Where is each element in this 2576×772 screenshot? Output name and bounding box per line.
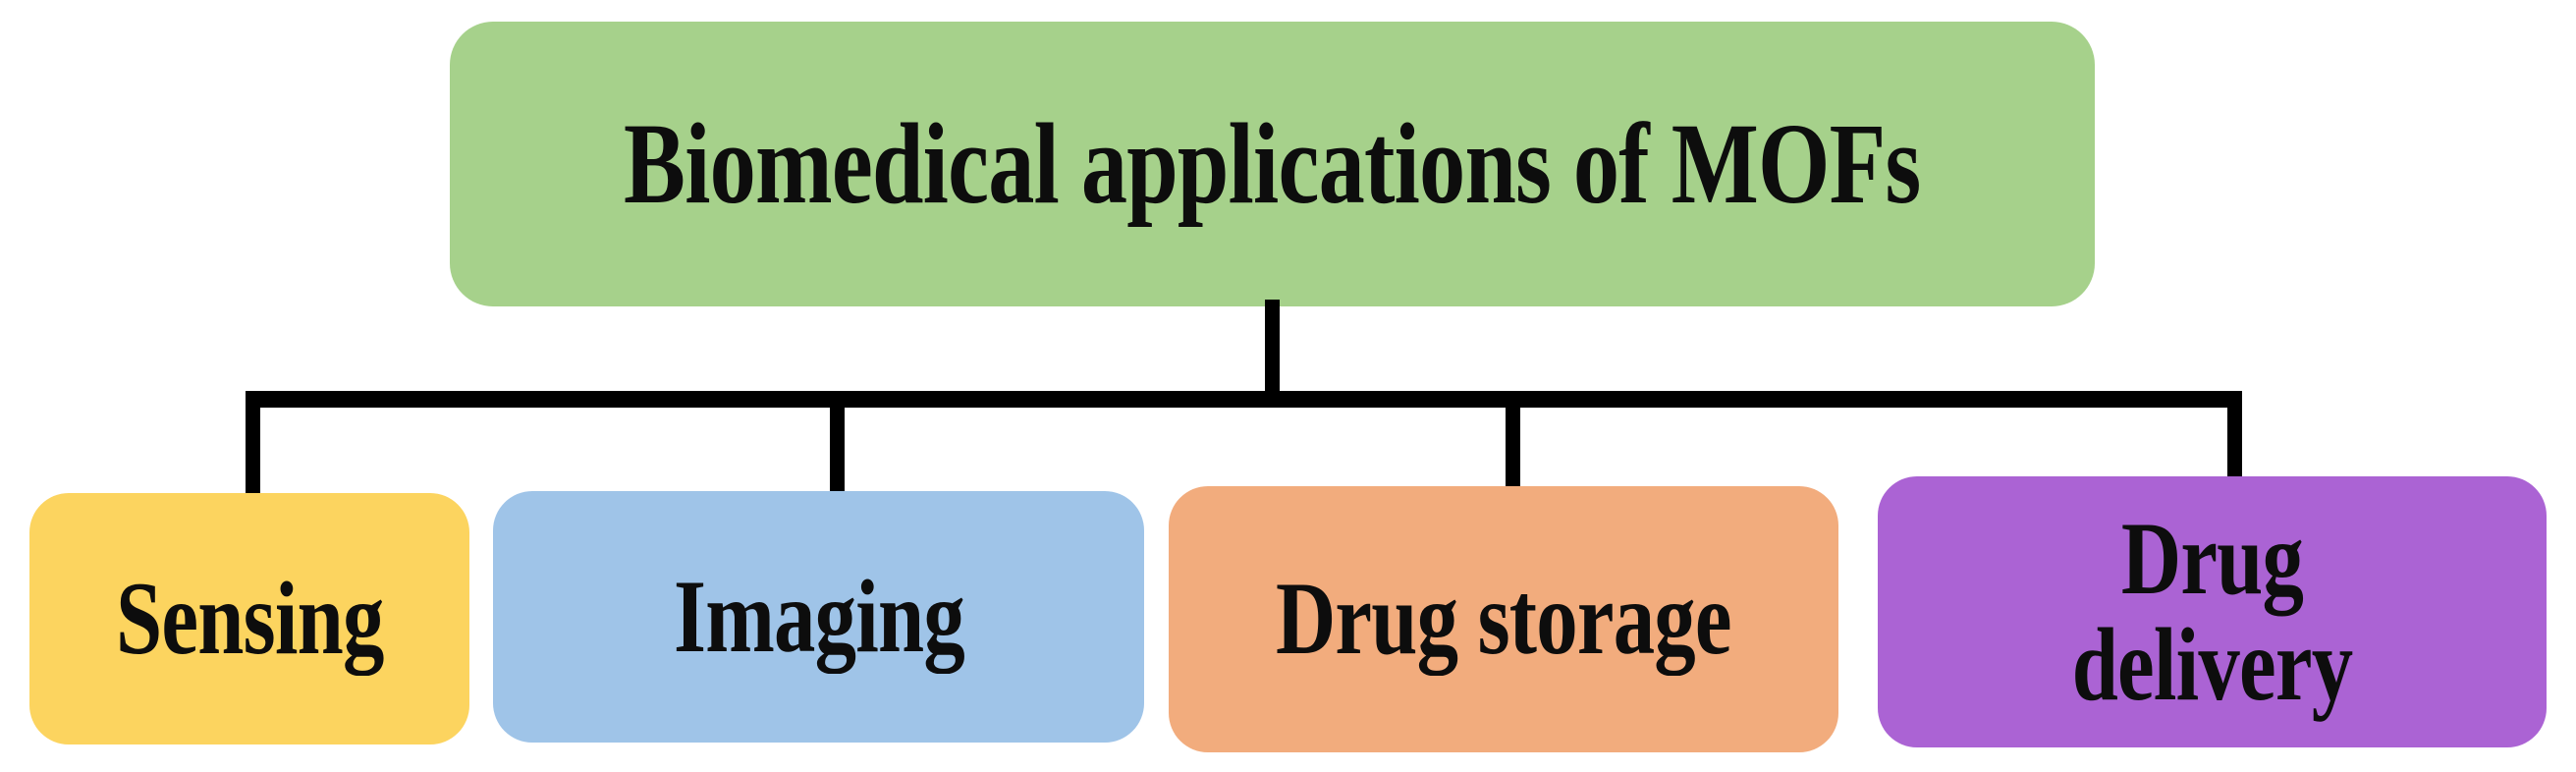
connector-to-drug-delivery — [2227, 398, 2242, 483]
node-root-label: Biomedical applications of MOFs — [624, 98, 1921, 228]
node-drug-delivery-label: Drug delivery — [2071, 500, 2353, 722]
node-sensing-label: Sensing — [115, 560, 384, 676]
node-root-biomedical-applications: Biomedical applications of MOFs — [450, 22, 2095, 306]
connector-trunk-vertical — [1265, 300, 1280, 399]
connector-to-drug-storage — [1506, 398, 1520, 493]
node-drug-storage: Drug storage — [1169, 486, 1838, 752]
connector-to-imaging — [830, 398, 845, 497]
connector-horizontal-bus — [246, 391, 2242, 408]
node-imaging: Imaging — [493, 491, 1144, 743]
node-sensing: Sensing — [29, 493, 469, 744]
node-imaging-label: Imaging — [673, 558, 965, 674]
node-drug-storage-label: Drug storage — [1276, 561, 1732, 677]
node-drug-delivery: Drug delivery — [1878, 476, 2547, 747]
connector-to-sensing — [246, 398, 260, 499]
